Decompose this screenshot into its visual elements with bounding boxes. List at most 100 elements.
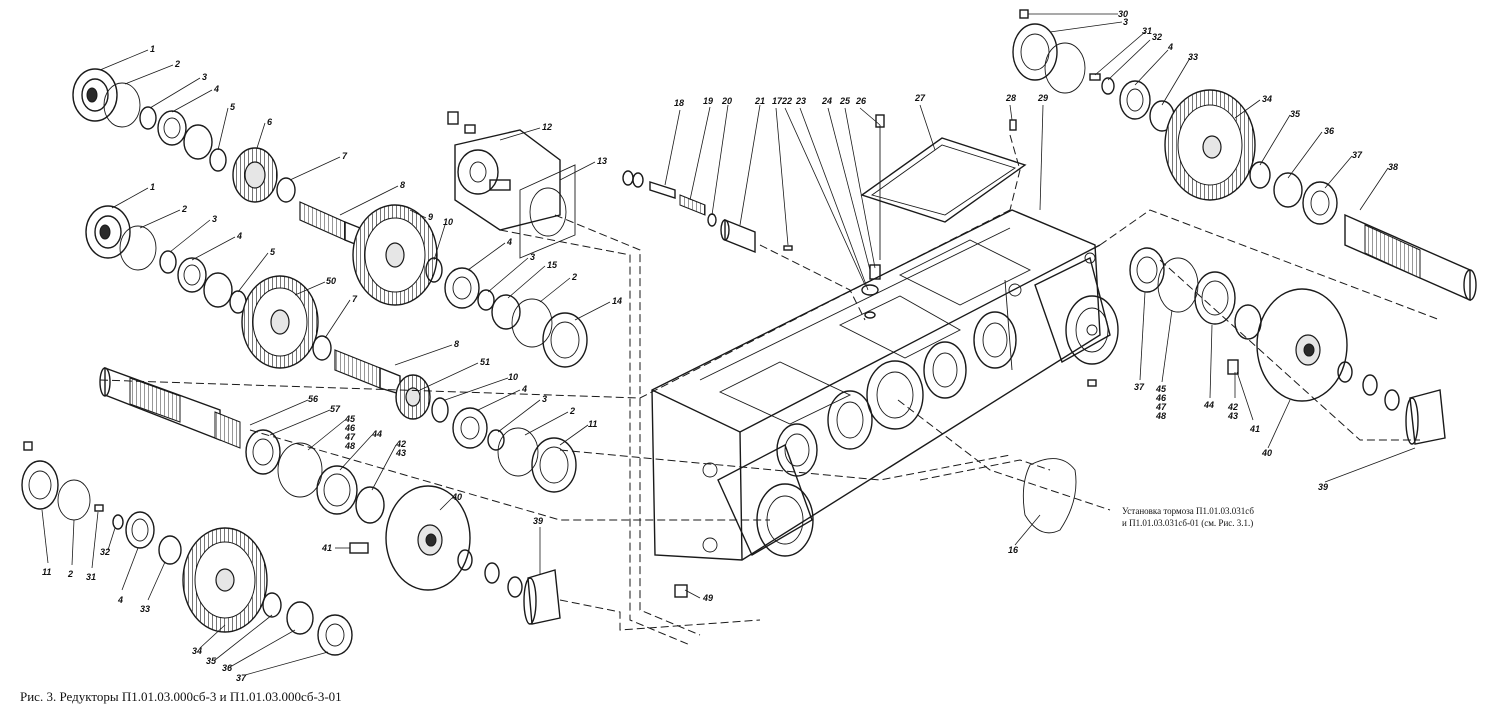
callout: 31	[1142, 26, 1152, 36]
callout: 8	[400, 180, 405, 190]
bearing-37b	[1302, 181, 1338, 225]
brake-disc-40a	[385, 485, 471, 591]
callout: 42	[395, 439, 406, 449]
assembly-lines	[99, 134, 1441, 646]
callout: 14	[612, 296, 622, 306]
oil-filler-fittings	[674, 114, 1097, 598]
bearing-4b	[177, 257, 207, 293]
end-cover-1b	[85, 205, 131, 259]
callout: 36	[222, 663, 233, 673]
gasket-2c	[511, 298, 553, 348]
seal-42a	[355, 486, 385, 524]
washer-32b	[1101, 77, 1115, 95]
hub-cap-39a	[523, 569, 561, 625]
callout: 37	[236, 673, 247, 683]
brake-installation-note: Установка тормоза П1.01.03.031сб и П1.01…	[1122, 505, 1282, 529]
callout: 4	[213, 84, 219, 94]
gasket-45a	[277, 442, 323, 498]
gasket-2b	[119, 225, 157, 271]
callout: 2	[67, 569, 73, 579]
housing-cover-27	[860, 137, 1027, 223]
callout: 3	[212, 214, 217, 224]
brake-note-line-2: и П1.01.03.031сб-01 (см. Рис. 3.1.)	[1122, 518, 1254, 528]
snap-ring-5b	[203, 272, 247, 314]
callout: 7	[342, 151, 348, 161]
spacer-10b	[431, 397, 449, 423]
gearbox-housing	[651, 209, 1101, 561]
callout: 5	[230, 102, 236, 112]
callout: 17	[772, 96, 783, 106]
callout: 4	[1167, 42, 1173, 52]
callout: 26	[855, 96, 867, 106]
callout: 38	[1388, 162, 1398, 172]
callout: 42	[1227, 402, 1238, 412]
callout: 4	[236, 231, 242, 241]
ring-36b	[1273, 172, 1303, 208]
figure-caption: Рис. 3. Редукторы П1.01.03.000сб-3 и П1.…	[20, 689, 342, 704]
output-shaft-56a	[99, 366, 241, 449]
shaft-8b	[334, 349, 401, 395]
spring-19	[679, 194, 706, 216]
gear-50	[241, 275, 319, 369]
washers-b	[1337, 361, 1400, 411]
callout: 47	[344, 432, 356, 442]
callout: 16	[1008, 545, 1019, 555]
callout: 12	[542, 122, 552, 132]
spacer-7a	[276, 177, 296, 203]
callout: 2	[571, 272, 577, 282]
valve-21	[720, 218, 756, 254]
housing-bearing-bore-right	[1034, 256, 1119, 365]
gear-51	[395, 374, 431, 420]
bearing-4e	[125, 511, 155, 549]
brake-disc-40b	[1256, 288, 1348, 402]
snap-ring-15	[491, 294, 521, 330]
end-cover-14	[542, 312, 588, 368]
pin-17	[783, 245, 793, 251]
callout: 1	[150, 182, 155, 192]
sleeve-33a	[158, 535, 182, 565]
leader-lines	[41, 13, 1416, 676]
callout: 5	[270, 247, 276, 257]
bolt-41a	[349, 542, 369, 554]
lock-31b	[1089, 73, 1101, 81]
callout: 57	[330, 404, 341, 414]
gasket-3e	[1044, 42, 1086, 94]
plug-18	[622, 170, 676, 199]
ring-3a	[139, 106, 157, 130]
callout: 3	[1123, 17, 1128, 27]
callout: 34	[1262, 94, 1272, 104]
gear-34a	[182, 527, 268, 633]
callout: 2	[569, 406, 575, 416]
callout: 3	[530, 252, 535, 262]
callout: 6	[267, 117, 273, 127]
callout: 10	[443, 217, 453, 227]
callout: 44	[1203, 400, 1214, 410]
bearing-4f	[1119, 80, 1151, 120]
callout: 21	[754, 96, 765, 106]
lock-31a	[94, 504, 104, 512]
callout: 45	[344, 414, 356, 424]
gear-6	[232, 147, 278, 203]
callout-labels: 1 2 3 4 5 6 7 8 9 12 13 1 2 3 4 5 50 7 8…	[42, 9, 1398, 683]
ring-3c	[477, 289, 495, 311]
callout: 45	[1155, 384, 1167, 394]
seal-44a	[316, 465, 358, 515]
end-cover-11b	[21, 441, 59, 510]
callout: 2	[181, 204, 187, 214]
callout: 4	[521, 384, 527, 394]
callout: 15	[547, 260, 558, 270]
callout: 49	[702, 593, 713, 603]
bearing-57a	[245, 429, 281, 475]
callout: 36	[1324, 126, 1335, 136]
seal-44b	[1194, 271, 1236, 325]
callout: 22	[781, 96, 792, 106]
callout: 48	[344, 441, 355, 451]
end-cover-30	[1012, 9, 1058, 81]
end-cover-11a	[531, 437, 577, 493]
callout: 19	[703, 96, 713, 106]
washer-32a	[112, 514, 124, 530]
callout: 20	[721, 96, 732, 106]
callout: 56	[308, 394, 319, 404]
gasket-2a	[103, 82, 141, 128]
